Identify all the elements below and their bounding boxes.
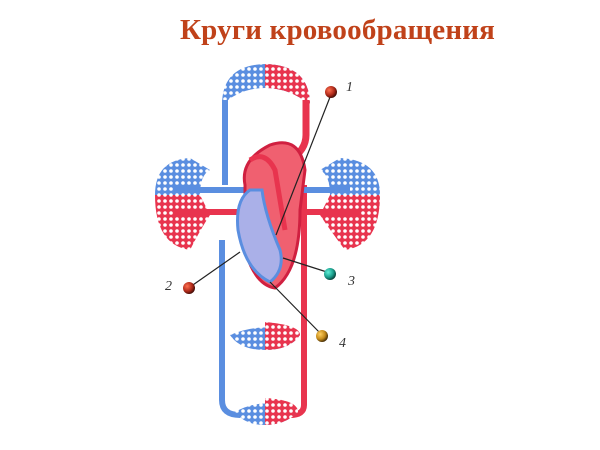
marker-label-3: 3 bbox=[348, 274, 355, 289]
marker-1 bbox=[325, 86, 337, 98]
marker-label-2: 2 bbox=[165, 279, 172, 294]
marker-4 bbox=[316, 330, 328, 342]
upper-capillary-bed bbox=[222, 64, 310, 105]
marker-3 bbox=[324, 268, 336, 280]
left-lung-capillaries bbox=[155, 158, 210, 250]
marker-label-1: 1 bbox=[346, 80, 353, 95]
pointer-lines bbox=[189, 91, 333, 336]
marker-label-4: 4 bbox=[339, 336, 346, 351]
marker-2 bbox=[183, 282, 195, 294]
heart bbox=[236, 141, 307, 290]
page-title: Круги кровообращения bbox=[179, 14, 496, 46]
right-lung-capillaries bbox=[320, 158, 380, 250]
middle-capillary-bed bbox=[230, 322, 300, 350]
lower-capillary-bed bbox=[235, 398, 298, 425]
